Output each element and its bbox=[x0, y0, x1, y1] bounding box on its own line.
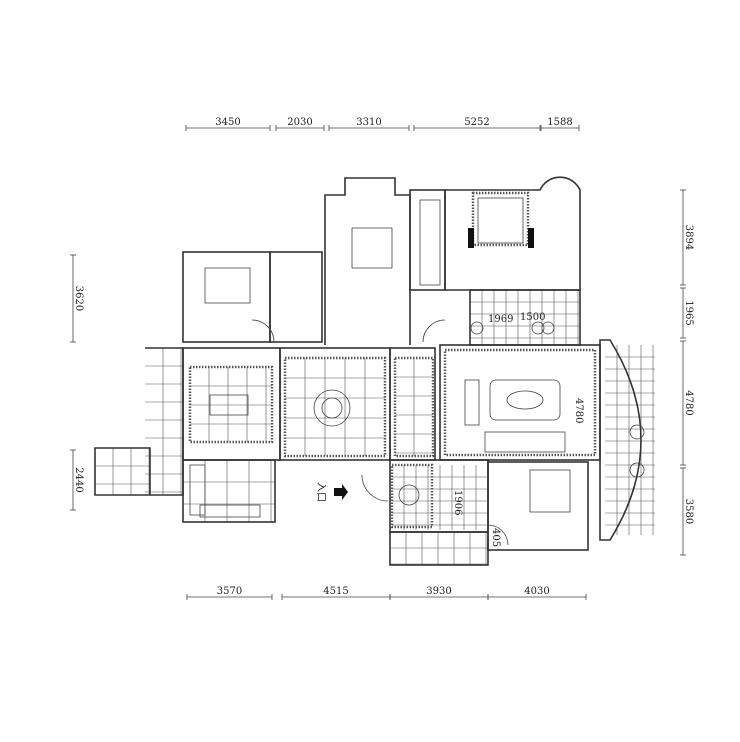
floor-tiles bbox=[95, 290, 655, 565]
dimension-label: 3894 bbox=[683, 225, 694, 250]
bed-master bbox=[477, 197, 524, 244]
wardrobe bbox=[419, 199, 441, 286]
dimension-label: 4780 bbox=[683, 390, 694, 415]
balcony-chair bbox=[629, 462, 645, 478]
label-entrance: 入口 bbox=[315, 482, 326, 502]
round-table bbox=[398, 484, 420, 506]
bedroom-lower bbox=[487, 461, 589, 551]
nightstand bbox=[528, 228, 534, 248]
armchair bbox=[464, 379, 480, 426]
door-swing bbox=[251, 319, 275, 343]
bedroom-middle bbox=[324, 177, 411, 345]
washbasin bbox=[531, 321, 545, 335]
dimension-label: 1588 bbox=[547, 117, 572, 128]
chandelier-medallion bbox=[313, 389, 351, 427]
entrance-door[interactable] bbox=[361, 474, 389, 502]
sofa bbox=[484, 431, 566, 453]
doors bbox=[251, 319, 509, 546]
balcony-right bbox=[599, 339, 642, 541]
dimension-label: 5252 bbox=[464, 117, 489, 128]
label-bath-width-1: 1969 bbox=[488, 314, 513, 325]
washbasin bbox=[470, 321, 484, 335]
dimension-label: 3930 bbox=[426, 586, 451, 597]
coffee-table bbox=[489, 379, 561, 421]
entrance-arrow-icon bbox=[334, 484, 348, 500]
label-bath-lower: 1906 bbox=[452, 490, 463, 515]
balcony-chair bbox=[629, 424, 645, 440]
kitchen bbox=[182, 459, 276, 523]
label-door-width: 405 bbox=[490, 528, 501, 547]
balcony-lower bbox=[389, 531, 489, 566]
dimension-label: 1965 bbox=[683, 300, 694, 325]
master-bedroom bbox=[444, 176, 581, 291]
walls bbox=[94, 176, 642, 566]
dimension-label: 3570 bbox=[217, 586, 242, 597]
dimension-label: 3620 bbox=[73, 286, 84, 311]
nightstand bbox=[468, 228, 474, 248]
corridor bbox=[389, 347, 436, 461]
label-bath-width-2: 1500 bbox=[520, 312, 545, 323]
dimension-label: 3310 bbox=[356, 117, 381, 128]
dimension-label: 2030 bbox=[287, 117, 312, 128]
bed-lower bbox=[529, 469, 571, 513]
door-swing bbox=[487, 524, 509, 546]
foyer-hall bbox=[279, 347, 391, 461]
dimension-label: 4515 bbox=[323, 586, 348, 597]
floor-borders bbox=[188, 191, 597, 529]
bedroom-left bbox=[182, 251, 271, 343]
inner-labels: 1969 1500 4780 1906 405 入口 bbox=[315, 312, 584, 547]
label-living-depth: 4780 bbox=[573, 398, 584, 423]
furniture bbox=[189, 197, 645, 518]
balcony-left bbox=[94, 347, 184, 496]
closet bbox=[269, 251, 323, 343]
dining-table bbox=[209, 394, 249, 416]
bed-left bbox=[204, 267, 251, 304]
bed-middle bbox=[351, 227, 393, 269]
kitchen-counter bbox=[189, 464, 206, 516]
dimension-label: 4030 bbox=[524, 586, 549, 597]
dimension-label: 2440 bbox=[73, 467, 84, 492]
dimension-label: 3580 bbox=[683, 499, 694, 524]
dimension-lines: 3450 2030 3310 5252 1588 3570 4515 3930 4030 3620… bbox=[70, 117, 694, 600]
dimension-label: 3450 bbox=[215, 117, 240, 128]
door-swing bbox=[422, 319, 446, 343]
bath-lower bbox=[389, 459, 489, 533]
